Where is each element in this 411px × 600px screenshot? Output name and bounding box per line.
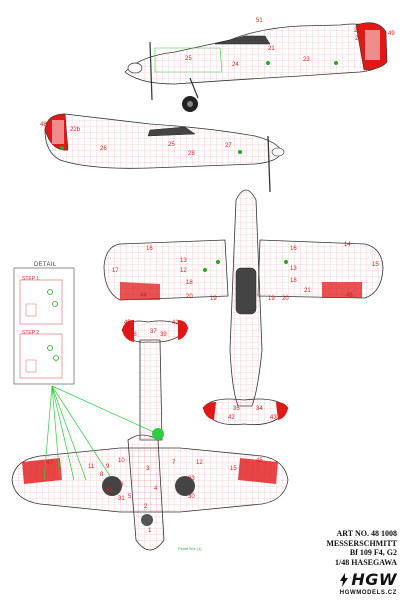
svg-text:12: 12 bbox=[180, 268, 187, 274]
detail-box bbox=[13, 267, 75, 385]
svg-text:26: 26 bbox=[100, 146, 107, 152]
svg-text:39: 39 bbox=[160, 332, 167, 338]
svg-text:5: 5 bbox=[128, 494, 132, 500]
svg-text:18: 18 bbox=[290, 278, 297, 284]
aircraft-variant: Bf 109 F4, G2 bbox=[349, 548, 397, 557]
side-view-upper: 51 49 22 22a 24 23 25 21 bbox=[124, 18, 395, 112]
svg-text:19: 19 bbox=[210, 296, 217, 302]
svg-text:8: 8 bbox=[100, 472, 104, 478]
brand-name: HGW bbox=[351, 570, 397, 589]
detail-title: DETAIL bbox=[34, 262, 57, 268]
step-2-label: STEP 2 bbox=[22, 330, 40, 336]
side-view-lower: 48 22b 26 27 28 25 bbox=[40, 113, 285, 193]
svg-text:35: 35 bbox=[233, 406, 240, 412]
svg-text:15: 15 bbox=[372, 262, 379, 268]
svg-text:16: 16 bbox=[290, 246, 297, 252]
svg-text:25: 25 bbox=[185, 56, 192, 62]
svg-text:21: 21 bbox=[268, 46, 275, 52]
svg-text:3: 3 bbox=[146, 466, 150, 472]
leader-lines bbox=[43, 385, 159, 481]
panel-line-caption: Panel line (1) bbox=[178, 546, 202, 551]
svg-text:4: 4 bbox=[154, 486, 158, 492]
svg-text:17: 17 bbox=[112, 268, 119, 274]
lightning-bolt-icon bbox=[340, 573, 349, 587]
svg-text:19: 19 bbox=[268, 296, 275, 302]
svg-text:12: 12 bbox=[196, 460, 203, 466]
brand-url: HGWMODELS.CZ bbox=[339, 590, 397, 596]
svg-text:16: 16 bbox=[146, 246, 153, 252]
svg-text:20: 20 bbox=[186, 294, 193, 300]
svg-text:32: 32 bbox=[106, 488, 113, 494]
kit-scale: 1/48 HASEGAWA bbox=[334, 557, 397, 567]
svg-text:42: 42 bbox=[228, 415, 235, 421]
svg-text:31: 31 bbox=[118, 496, 125, 502]
top-view: 16 13 12 18 17 14 15 16 18 13 44 20 19 2… bbox=[103, 189, 384, 426]
svg-text:9: 9 bbox=[106, 464, 110, 470]
svg-text:1: 1 bbox=[148, 528, 152, 534]
svg-text:48: 48 bbox=[40, 122, 47, 128]
svg-text:13: 13 bbox=[180, 258, 187, 264]
svg-text:23: 23 bbox=[303, 57, 310, 63]
svg-text:20: 20 bbox=[282, 296, 289, 302]
svg-text:6: 6 bbox=[120, 482, 124, 488]
aircraft-maker: MESSERSCHMITT bbox=[326, 538, 397, 548]
svg-text:13: 13 bbox=[290, 266, 297, 272]
brand-block: HGW HGWMODELS.CZ bbox=[287, 570, 397, 596]
svg-text:28: 28 bbox=[188, 151, 195, 157]
svg-text:22a: 22a bbox=[355, 36, 366, 42]
svg-text:34: 34 bbox=[256, 406, 263, 412]
svg-text:33: 33 bbox=[188, 476, 195, 482]
brand-logo: HGW bbox=[287, 570, 397, 590]
svg-text:46: 46 bbox=[346, 293, 353, 299]
svg-text:45: 45 bbox=[256, 458, 263, 464]
leader-target-dot bbox=[152, 428, 164, 440]
svg-text:44: 44 bbox=[140, 293, 147, 299]
svg-text:10: 10 bbox=[118, 458, 125, 464]
svg-text:38: 38 bbox=[130, 332, 137, 338]
svg-text:15: 15 bbox=[230, 466, 237, 472]
svg-text:51: 51 bbox=[256, 18, 263, 24]
bottom-view: 47 10 11 8 9 6 5 3 4 1 2 7 12 15 45 33 3… bbox=[11, 320, 289, 551]
step-1-label: STEP 1 bbox=[22, 276, 40, 282]
svg-text:24: 24 bbox=[232, 62, 239, 68]
product-info: ART NO. 48 1008 MESSERSCHMITT Bf 109 F4,… bbox=[277, 529, 397, 567]
svg-text:11: 11 bbox=[88, 464, 95, 470]
svg-text:14: 14 bbox=[344, 242, 351, 248]
svg-text:7: 7 bbox=[172, 460, 176, 466]
svg-text:2: 2 bbox=[144, 504, 148, 510]
svg-text:25: 25 bbox=[168, 142, 175, 148]
art-number: ART NO. 48 1008 bbox=[336, 529, 397, 538]
svg-text:43: 43 bbox=[270, 415, 277, 421]
svg-text:18: 18 bbox=[186, 280, 193, 286]
svg-text:30: 30 bbox=[188, 494, 195, 500]
svg-text:21: 21 bbox=[304, 288, 311, 294]
svg-text:27: 27 bbox=[225, 143, 232, 149]
svg-text:41: 41 bbox=[172, 320, 179, 326]
svg-text:40: 40 bbox=[124, 320, 131, 326]
svg-text:22: 22 bbox=[354, 28, 361, 34]
svg-text:49: 49 bbox=[388, 31, 395, 37]
svg-text:37: 37 bbox=[150, 329, 157, 335]
svg-text:47: 47 bbox=[46, 460, 53, 466]
svg-text:22b: 22b bbox=[70, 127, 81, 133]
